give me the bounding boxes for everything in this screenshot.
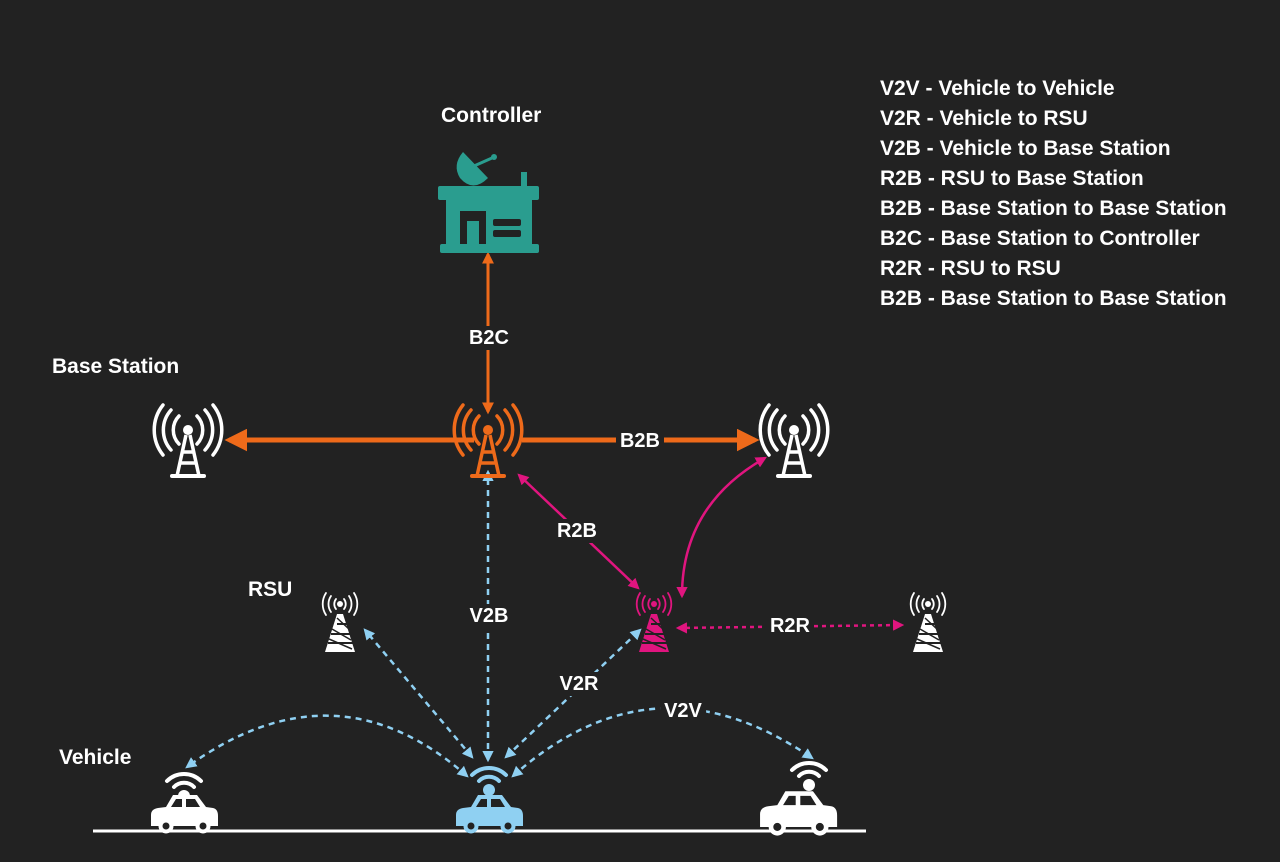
legend-item: V2R - Vehicle to RSU — [880, 107, 1088, 130]
v2b-link-label: V2B — [465, 604, 513, 628]
satellite-station-icon — [438, 152, 539, 253]
r2b-curve-link — [676, 456, 767, 599]
small-antenna-icon — [321, 592, 359, 653]
rsu-label: RSU — [248, 578, 293, 601]
legend-item: V2V - Vehicle to Vehicle — [880, 77, 1115, 100]
r2r-link-label: R2R — [765, 614, 815, 638]
b2b-link-label: B2B — [615, 429, 665, 453]
vehicle-label: Vehicle — [59, 746, 132, 769]
v2v-link-label: V2V — [660, 699, 706, 723]
v2r-link-label: V2R — [555, 672, 603, 696]
small-antenna-icon — [909, 592, 947, 653]
radio-tower-icon — [758, 403, 830, 478]
legend-item: V2B - Vehicle to Base Station — [880, 137, 1171, 160]
radio-tower-icon — [452, 403, 524, 478]
connected-car-icon — [455, 765, 524, 834]
b2c-link-label: B2C — [464, 326, 514, 350]
legend-item: B2B - Base Station to Base Station — [880, 197, 1227, 220]
v2r-link-left — [363, 628, 474, 759]
legend-item: B2C - Base Station to Controller — [880, 227, 1200, 250]
connected-car-icon — [759, 760, 838, 837]
legend: V2V - Vehicle to Vehicle V2R - Vehicle t… — [880, 74, 1227, 314]
small-antenna-icon — [635, 592, 673, 653]
legend-item: R2R - RSU to RSU — [880, 257, 1061, 280]
legend-item: B2B - Base Station to Base Station — [880, 287, 1227, 310]
legend-item: R2B - RSU to Base Station — [880, 167, 1144, 190]
controller-label: Controller — [441, 104, 542, 127]
base-station-label: Base Station — [52, 355, 180, 378]
v2v-link-right — [511, 706, 814, 778]
connected-car-icon — [150, 771, 219, 834]
v2v-link-left — [185, 714, 469, 778]
r2b-link-label: R2B — [552, 519, 602, 543]
radio-tower-icon — [152, 403, 224, 478]
